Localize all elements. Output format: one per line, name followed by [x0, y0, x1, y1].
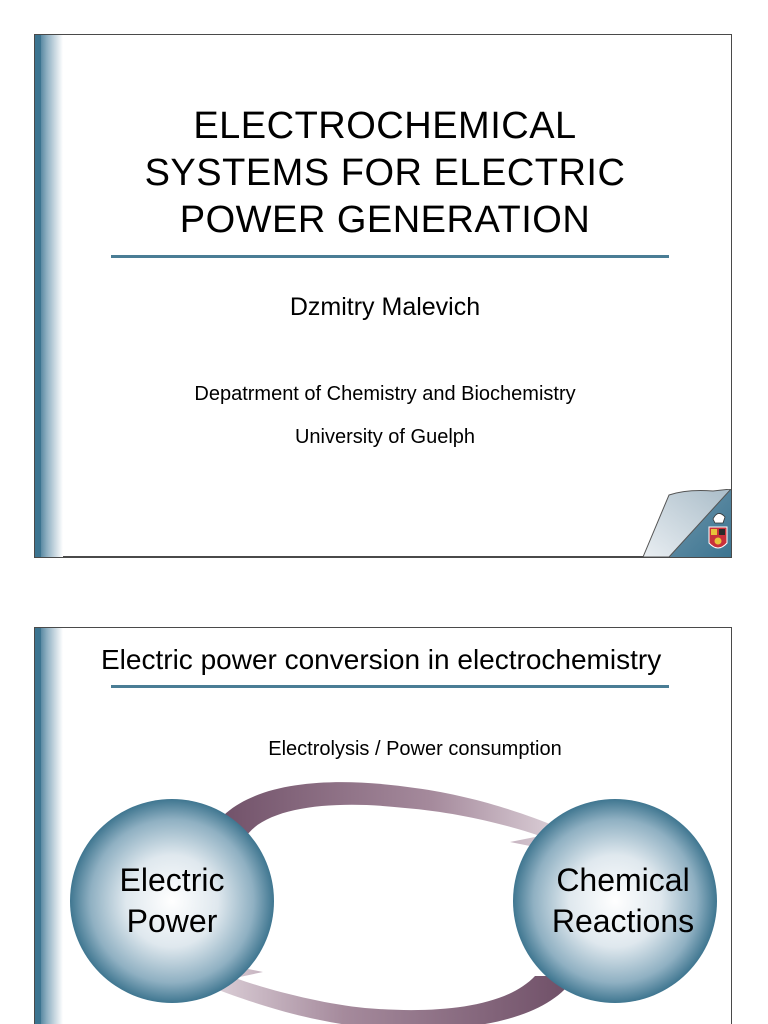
slide-side-bar: [35, 35, 63, 557]
university-crest-icon: [708, 513, 728, 549]
presentation-title: ELECTROCHEMICAL SYSTEMS FOR ELECTRIC POW…: [95, 103, 675, 244]
electrolysis-arrow: [207, 782, 615, 858]
electric-power-label: Electric Power: [97, 860, 247, 942]
page-curl-corner: [643, 489, 731, 557]
node-label-line: Reactions: [551, 903, 695, 939]
slide-power-conversion: Electric power conversion in electrochem…: [34, 627, 732, 1024]
author-name: Dzmitry Malevich: [289, 293, 481, 321]
heading-divider: [111, 685, 669, 688]
generation-arrow: [155, 956, 575, 1024]
slide-heading: Electric power conversion in electrochem…: [101, 644, 662, 675]
chemical-reactions-node: [513, 799, 717, 1003]
node-label-line: Power: [126, 903, 218, 939]
node-label-line: Electric: [119, 862, 225, 898]
university-name: University of Guelph: [294, 426, 476, 448]
title-divider: [111, 255, 669, 258]
side-bar-stripe: [35, 35, 41, 557]
slide-side-bar: [35, 628, 63, 1024]
electrolysis-label: Electrolysis / Power consumption: [268, 738, 562, 760]
electric-power-node: [70, 799, 274, 1003]
title-line: SYSTEMS FOR ELECTRIC: [144, 152, 626, 194]
slide-bottom-rule: [63, 556, 731, 557]
node-label-line: Chemical: [556, 862, 690, 898]
title-line: ELECTROCHEMICAL: [193, 105, 577, 147]
slide-title: ELECTROCHEMICAL SYSTEMS FOR ELECTRIC POW…: [34, 34, 732, 558]
title-line: POWER GENERATION: [179, 199, 591, 241]
chemical-reactions-label: Chemical Reactions: [537, 860, 709, 942]
conversion-cycle-diagram: [70, 782, 717, 1024]
department-name: Depatrment of Chemistry and Biochemistry: [194, 383, 576, 405]
side-bar-stripe: [35, 628, 41, 1024]
